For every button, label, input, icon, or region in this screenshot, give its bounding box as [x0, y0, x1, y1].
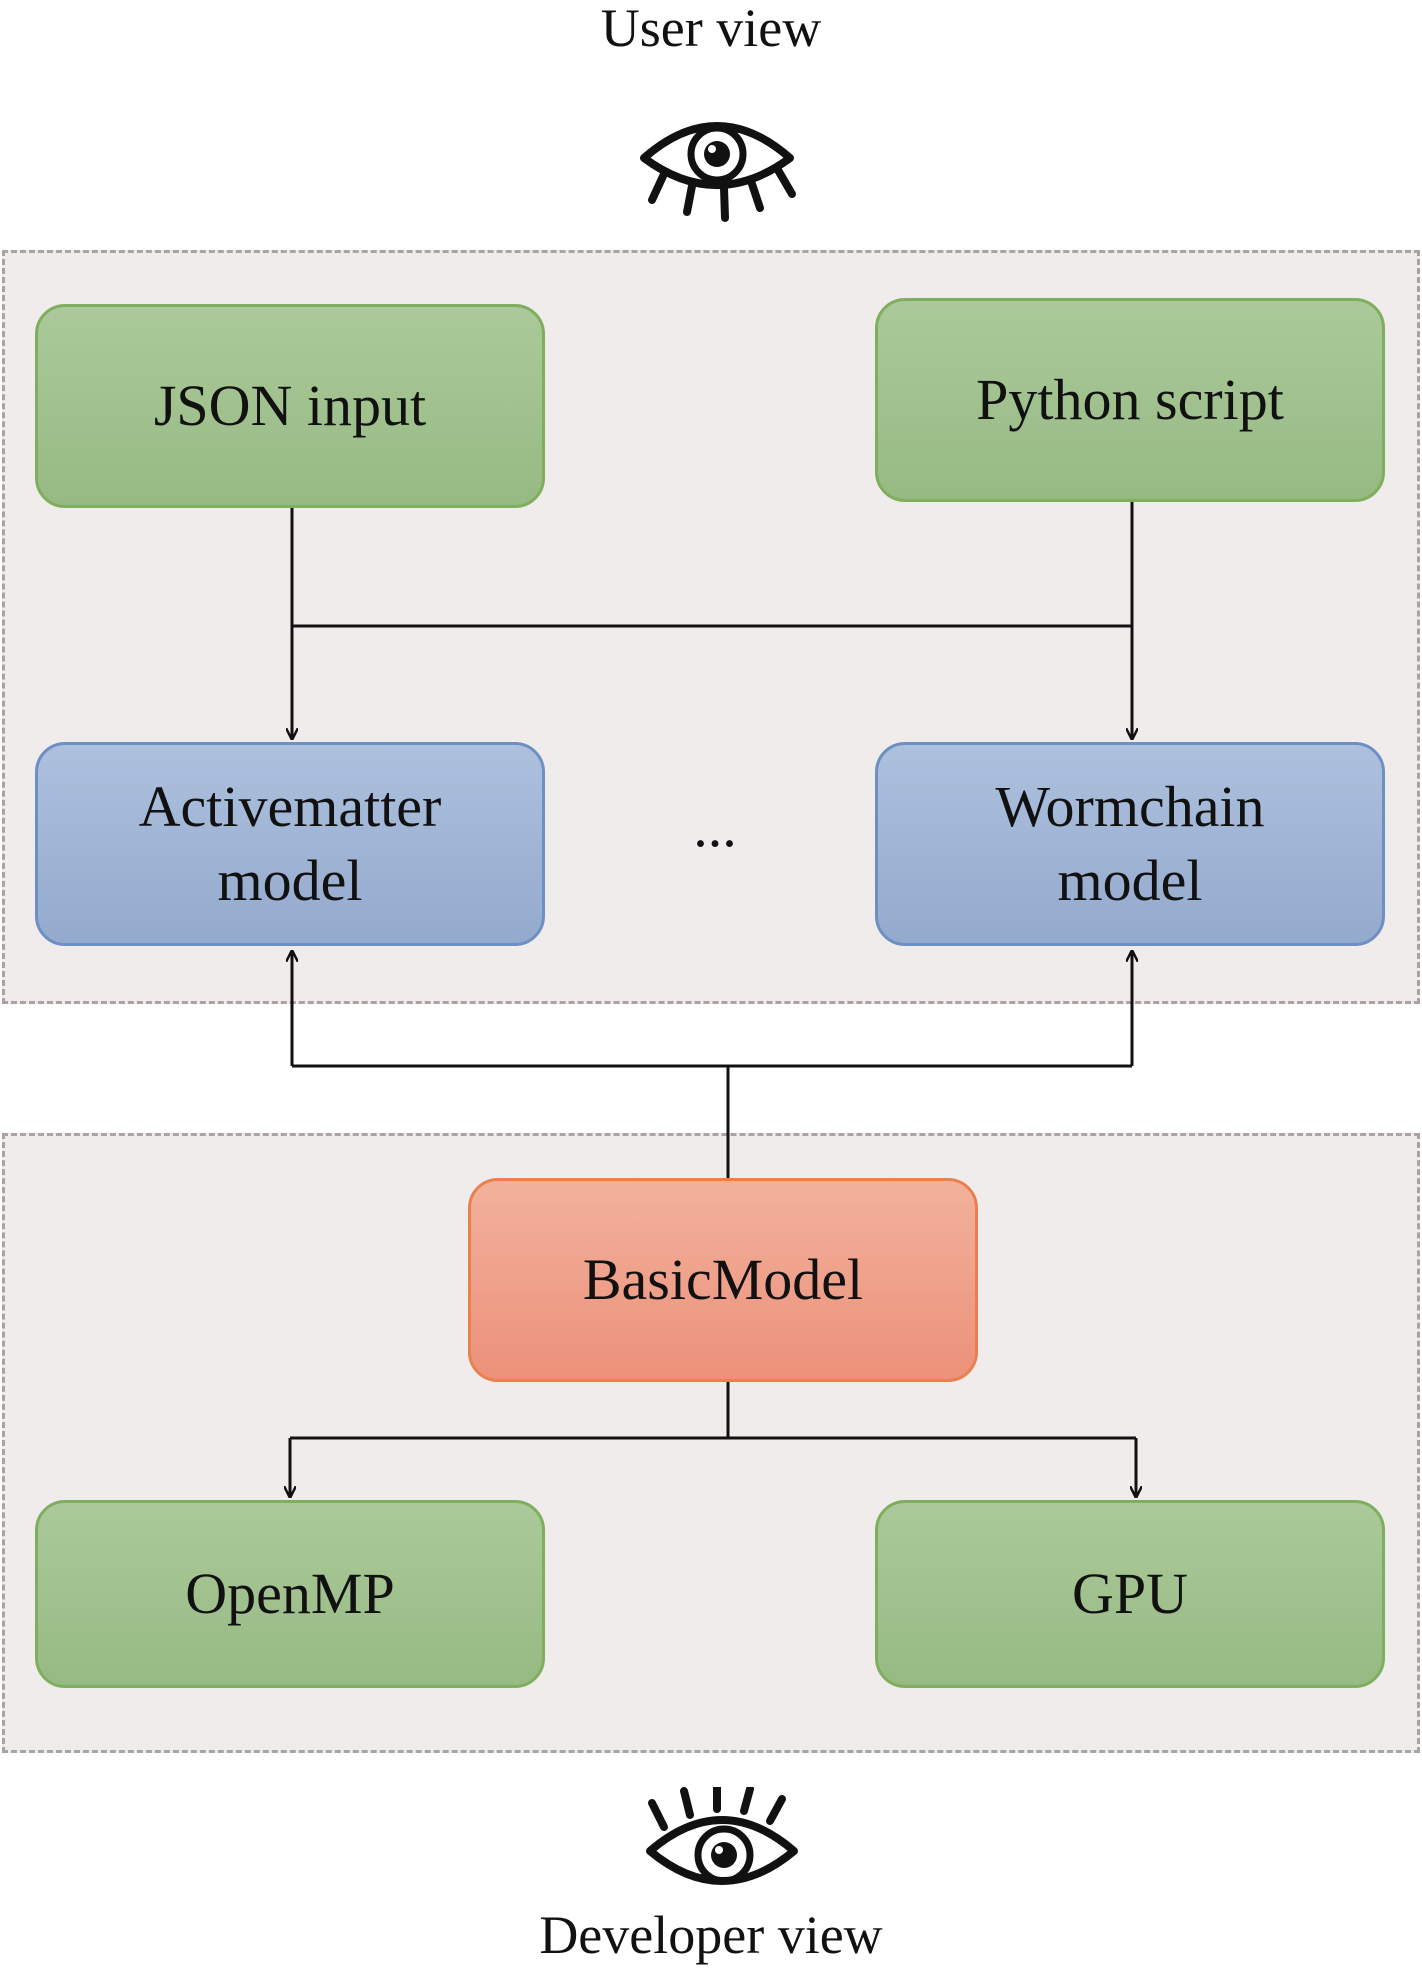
- json-input-label: JSON input: [153, 373, 427, 438]
- json-input-box: JSON input: [35, 304, 545, 508]
- activematter-model-label-line1: Activematter: [138, 774, 442, 839]
- developer-view-label: Developer view: [539, 1905, 883, 1965]
- activematter-model-box: Activematter model: [35, 742, 545, 946]
- basicmodel-label: BasicModel: [582, 1247, 864, 1312]
- python-script-box: Python script: [875, 298, 1385, 502]
- wormchain-model-label-line1: Wormchain: [995, 774, 1265, 839]
- developer-eye-icon: [646, 1787, 798, 1885]
- basicmodel-box: BasicModel: [468, 1178, 978, 1382]
- user-eye-icon: [640, 122, 796, 222]
- openmp-box: OpenMP: [35, 1500, 545, 1688]
- activematter-model-label-line2: model: [217, 848, 363, 913]
- gpu-label: GPU: [1071, 1561, 1189, 1626]
- gpu-box: GPU: [875, 1500, 1385, 1688]
- user-view-label: User view: [600, 0, 822, 58]
- wormchain-model-box: Wormchain model: [875, 742, 1385, 946]
- wormchain-model-label-line2: model: [1057, 848, 1203, 913]
- more-models-ellipsis: ...: [693, 794, 737, 859]
- openmp-label: OpenMP: [185, 1561, 395, 1626]
- python-script-label: Python script: [976, 367, 1284, 432]
